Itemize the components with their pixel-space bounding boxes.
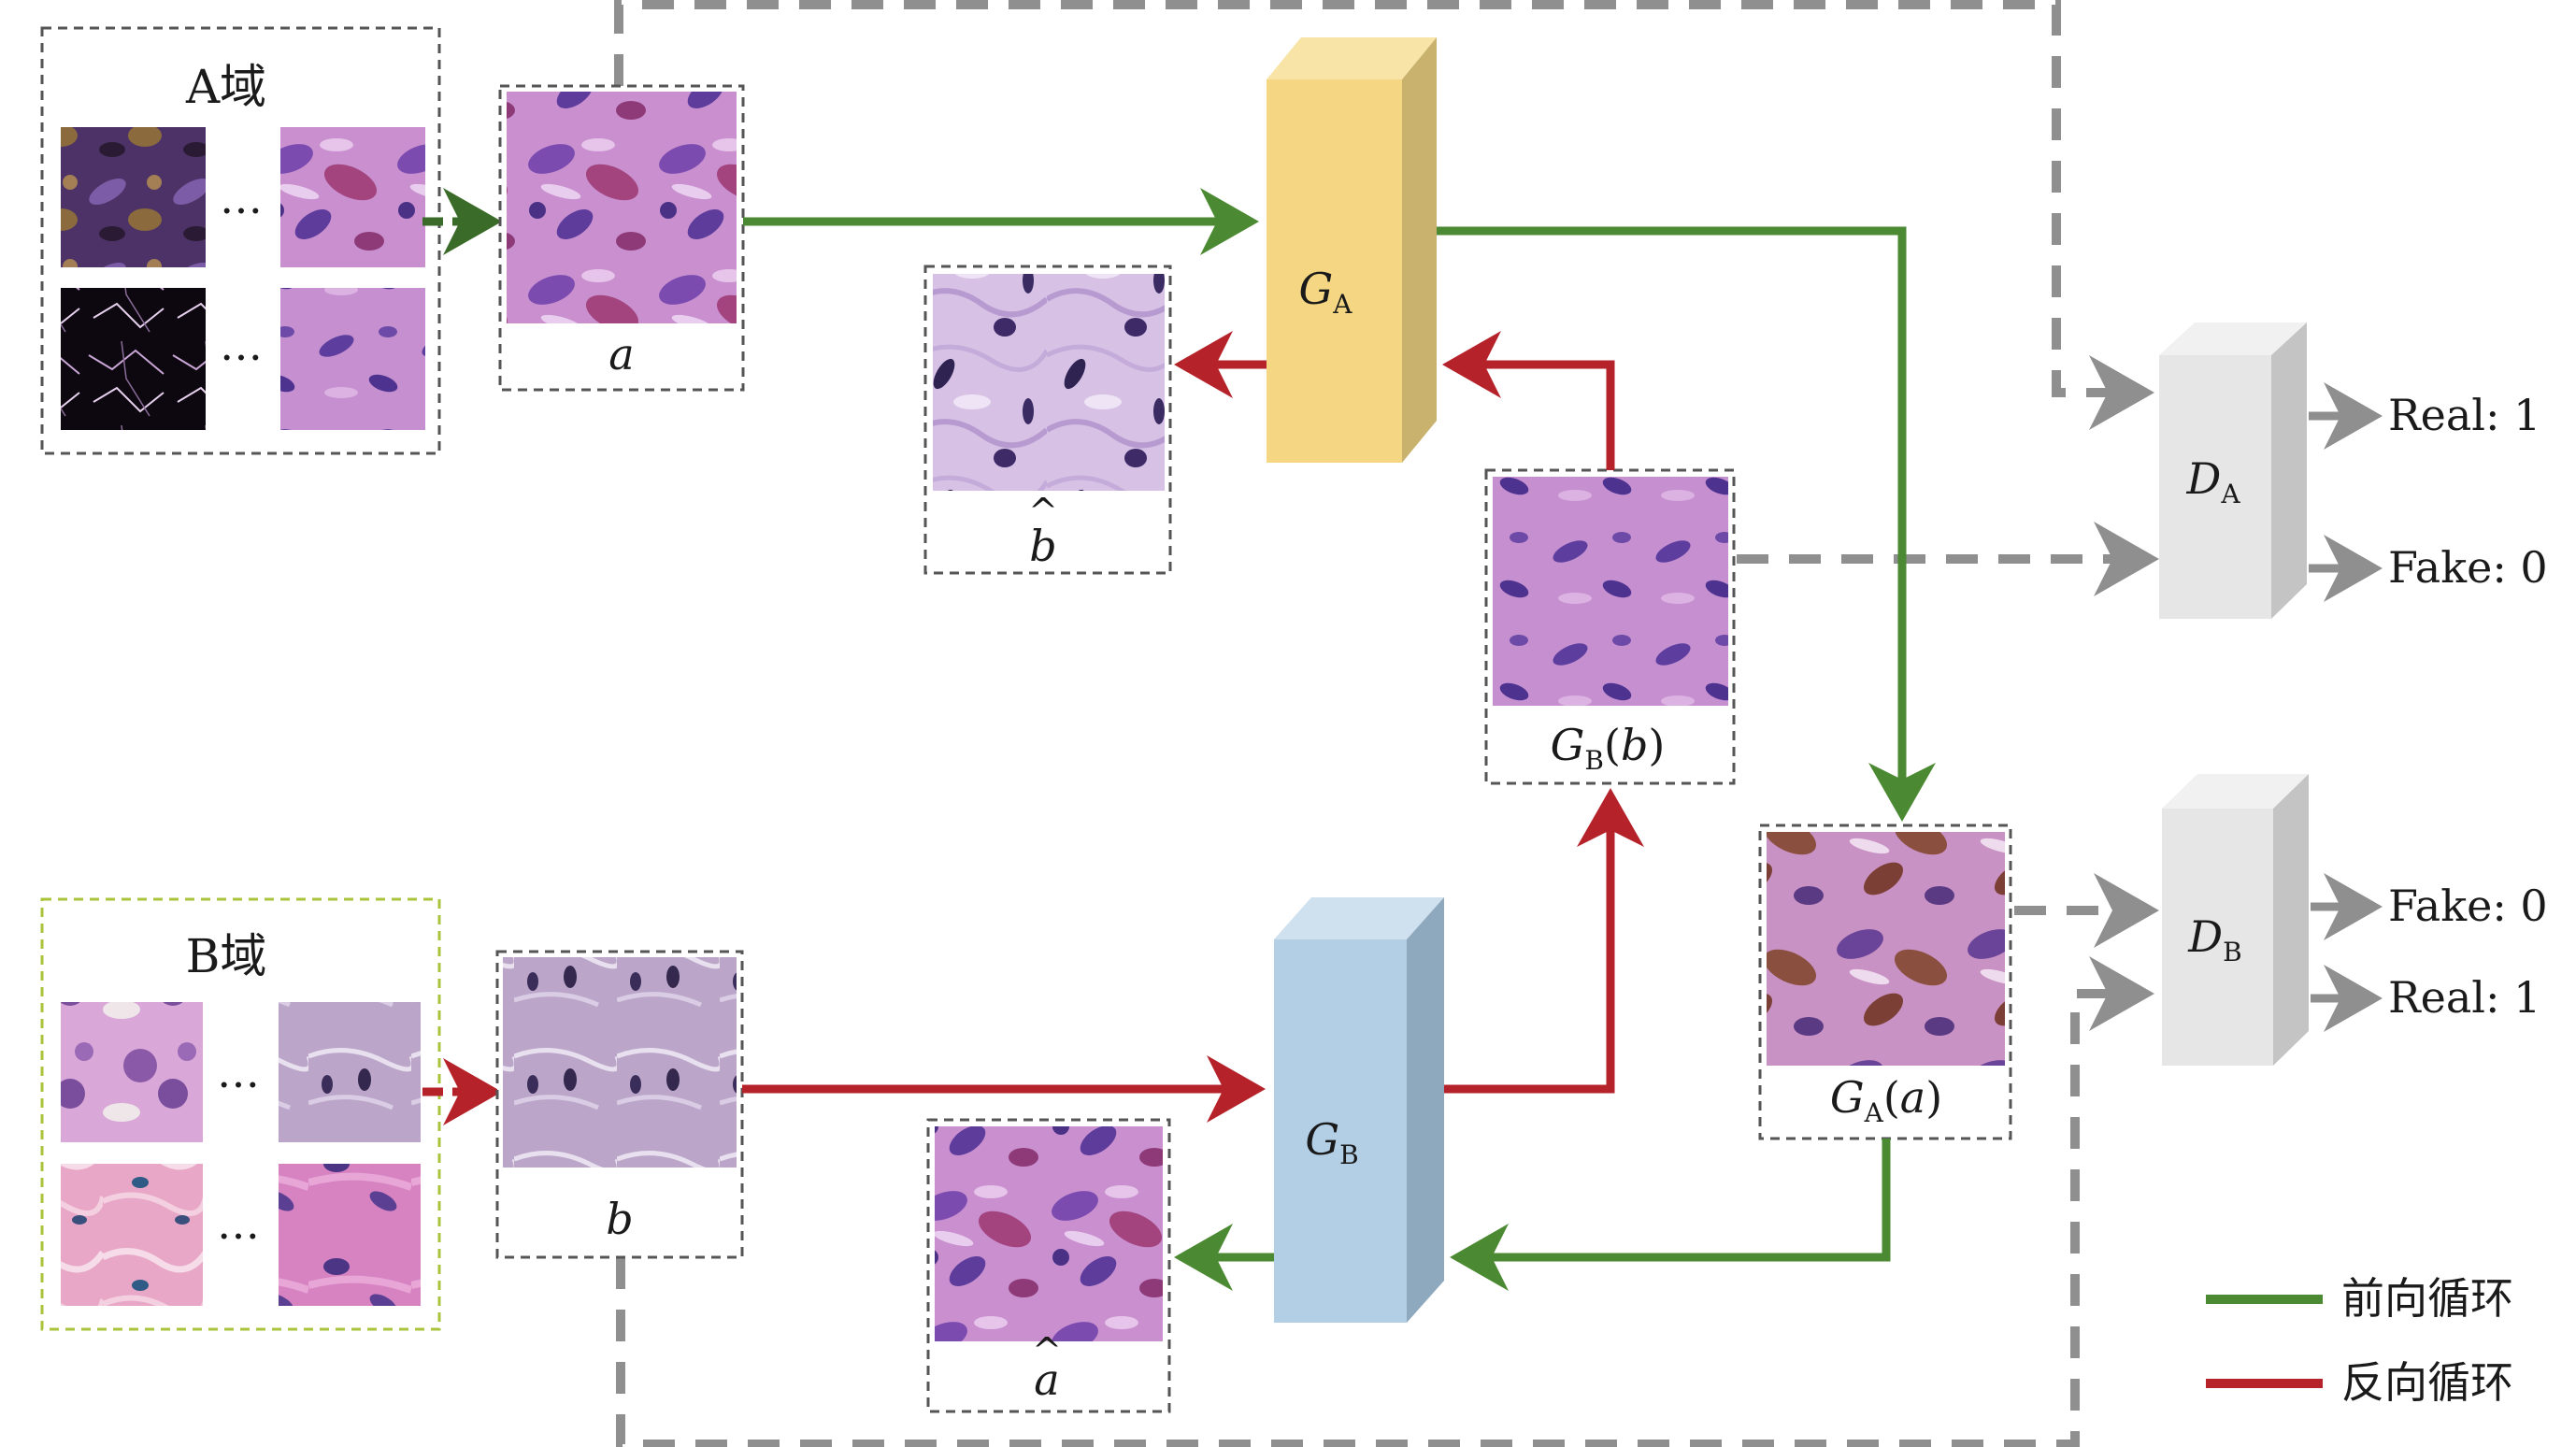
image-b-hat: b ^ bbox=[923, 265, 1172, 575]
forward-cycle-arrows bbox=[743, 188, 1936, 1291]
backward-cycle-arrows bbox=[742, 331, 1644, 1123]
image-a-hat-accent: ^ bbox=[1032, 1330, 1062, 1371]
image-b-hat-tile bbox=[933, 274, 1165, 491]
arrow-ga-to-ga-a bbox=[1437, 226, 1936, 822]
discriminator-db-front bbox=[2162, 809, 2273, 1066]
image-ga-a-arg: a bbox=[1900, 1072, 1925, 1123]
image-b-caption: b bbox=[606, 1194, 633, 1244]
generator-ga: GA bbox=[1267, 37, 1437, 463]
image-gb-b-g: G bbox=[1551, 720, 1585, 770]
domain-a-sample-3 bbox=[61, 288, 206, 430]
image-b: b bbox=[495, 950, 744, 1259]
arrow-ga-a-to-gb bbox=[1450, 1139, 1891, 1291]
domain-a-frame bbox=[40, 26, 441, 455]
arrow-gb-to-gb-b bbox=[1444, 788, 1644, 1094]
domain-b-ellipsis-2: … bbox=[217, 1198, 260, 1249]
image-a: a bbox=[498, 84, 745, 392]
domain-b-sample-3 bbox=[61, 1164, 203, 1306]
arrow-gb-b-to-ga bbox=[1442, 331, 1615, 470]
image-b-hat-caption: b bbox=[1029, 521, 1056, 571]
generator-gb: GB bbox=[1274, 897, 1444, 1323]
domain-b-title: B域 bbox=[186, 929, 267, 983]
db-out-top-label: Fake: 0 bbox=[2388, 881, 2548, 931]
discriminator-db-top bbox=[2162, 774, 2309, 809]
image-gb-b-caption: GB(b) bbox=[1551, 720, 1666, 776]
discriminator-da-front bbox=[2159, 355, 2271, 619]
image-ga-a: GA(a) bbox=[1758, 824, 2012, 1140]
discriminator-da-top bbox=[2159, 322, 2307, 355]
image-b-hat-accent: ^ bbox=[1028, 491, 1058, 532]
domain-b-sample-2 bbox=[279, 1002, 421, 1142]
image-ga-a-sub: A bbox=[1864, 1097, 1884, 1128]
generator-ga-label: GA bbox=[1299, 264, 1353, 320]
legend-backward-label: 反向循环 bbox=[2341, 1357, 2513, 1408]
domain-a-sample-2 bbox=[280, 127, 425, 267]
generator-gb-front bbox=[1274, 939, 1407, 1323]
image-gb-b: GB(b) bbox=[1484, 468, 1736, 785]
domain-b-group: B域 … … bbox=[40, 897, 441, 1331]
domain-a-title: A域 bbox=[185, 60, 266, 114]
legend: 前向循环 反向循环 bbox=[2206, 1273, 2513, 1408]
image-a-tile bbox=[507, 92, 737, 323]
image-a-hat-tile bbox=[935, 1126, 1163, 1341]
discriminator-db: DB bbox=[2162, 774, 2309, 1066]
domain-b-sample-1 bbox=[61, 1002, 203, 1142]
generator-gb-label: GB bbox=[1305, 1114, 1358, 1170]
discriminator-db-label: DB bbox=[2187, 911, 2241, 967]
image-a-caption: a bbox=[608, 329, 634, 380]
domain-a-sample-4 bbox=[280, 288, 425, 430]
da-out-top-label: Real: 1 bbox=[2388, 390, 2540, 440]
domain-b-sample-4 bbox=[279, 1164, 421, 1306]
legend-forward-label: 前向循环 bbox=[2341, 1273, 2513, 1324]
generator-ga-side bbox=[1402, 37, 1437, 463]
image-gb-b-sub: B bbox=[1584, 745, 1604, 776]
domain-a-ellipsis-2: … bbox=[220, 320, 263, 370]
dash-bottom-frame bbox=[616, 956, 2154, 1447]
generator-ga-top bbox=[1267, 37, 1437, 79]
discriminator-da-side bbox=[2271, 322, 2307, 619]
discriminator-dashed-paths bbox=[614, 0, 2159, 1447]
generator-gb-top bbox=[1274, 897, 1444, 939]
discriminator-da: DA bbox=[2159, 322, 2307, 619]
image-ga-a-tile bbox=[1767, 832, 2005, 1066]
domain-a-ellipsis-1: … bbox=[220, 173, 263, 223]
discriminator-db-side bbox=[2273, 774, 2309, 1066]
image-b-tile bbox=[503, 957, 737, 1168]
image-ga-a-g: G bbox=[1830, 1072, 1865, 1123]
generator-gb-side bbox=[1407, 897, 1444, 1323]
image-ga-a-caption: GA(a) bbox=[1830, 1072, 1942, 1128]
discriminator-da-label: DA bbox=[2185, 453, 2240, 509]
image-gb-b-arg: b bbox=[1621, 720, 1648, 770]
image-gb-b-tile bbox=[1493, 477, 1728, 706]
dash-top-frame bbox=[614, 0, 2154, 430]
discriminator-outputs: Real: 1 Fake: 0 Fake: 0 Real: 1 bbox=[2309, 382, 2548, 1032]
da-out-bottom-label: Fake: 0 bbox=[2388, 542, 2548, 593]
domain-b-frame bbox=[40, 897, 441, 1331]
generator-ga-front bbox=[1267, 79, 1402, 463]
image-a-hat: a ^ bbox=[926, 1118, 1171, 1413]
domain-a-group: A域 … … bbox=[40, 26, 441, 455]
domain-b-ellipsis-1: … bbox=[217, 1047, 260, 1097]
db-out-bottom-label: Real: 1 bbox=[2388, 972, 2540, 1023]
image-a-hat-caption: a bbox=[1034, 1354, 1059, 1405]
domain-a-sample-1 bbox=[61, 127, 206, 267]
